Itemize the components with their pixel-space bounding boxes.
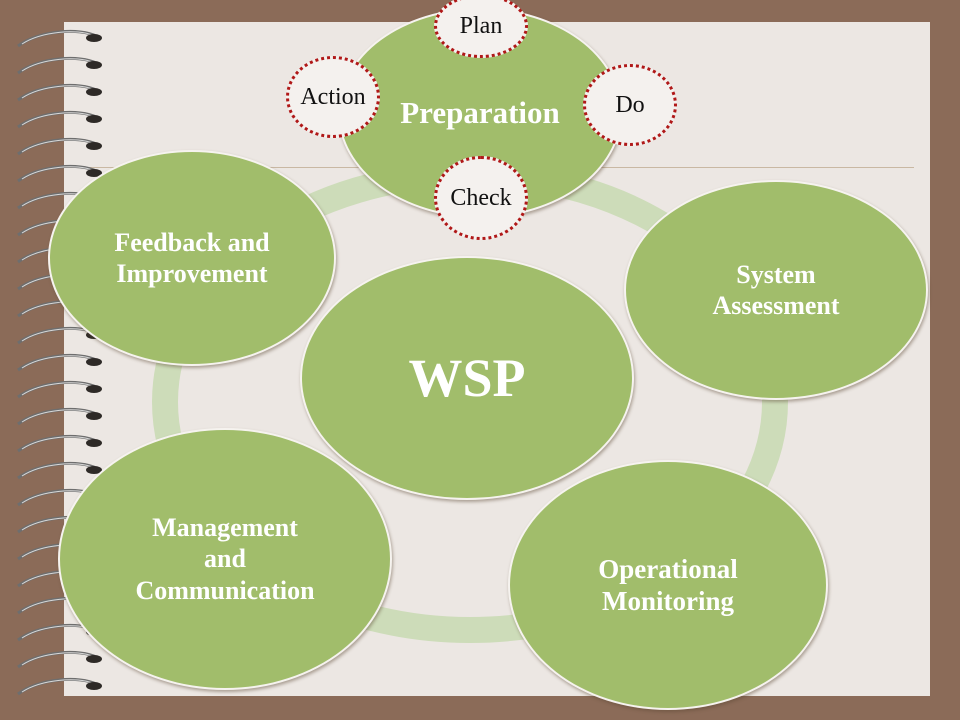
binding-ring-highlight — [21, 652, 93, 666]
binding-ring — [17, 83, 97, 102]
cycle-plan: Plan — [434, 0, 528, 58]
binding-ring-highlight — [21, 463, 93, 477]
binding-hole — [86, 412, 102, 420]
binding-ring-highlight — [21, 679, 93, 693]
binding-ring — [17, 461, 97, 480]
binding-hole — [86, 655, 102, 663]
binding-hole — [86, 358, 102, 366]
binding-ring-highlight — [21, 31, 93, 45]
binding-ring-highlight — [21, 409, 93, 423]
binding-ring — [17, 56, 97, 75]
binding-ring-highlight — [21, 85, 93, 99]
binding-hole — [86, 682, 102, 690]
binding-ring-highlight — [21, 355, 93, 369]
binding-ring-highlight — [21, 58, 93, 72]
binding-hole — [86, 61, 102, 69]
binding-ring — [17, 110, 97, 129]
system-assessment-label: System Assessment — [712, 259, 840, 320]
binding-hole — [86, 142, 102, 150]
binding-ring — [17, 326, 97, 345]
binding-ring-highlight — [21, 436, 93, 450]
do-label: Do — [615, 91, 645, 118]
preparation-label: Preparation — [400, 95, 560, 131]
check-label: Check — [450, 184, 512, 211]
center-wsp: WSP — [300, 256, 634, 500]
binding-ring — [17, 29, 97, 48]
binding-ring — [17, 650, 97, 669]
binding-hole — [86, 439, 102, 447]
binding-ring — [17, 164, 97, 183]
management-communication-label: Management and Communication — [135, 513, 315, 605]
action-label: Action — [300, 83, 366, 110]
binding-hole — [86, 88, 102, 96]
binding-hole — [86, 115, 102, 123]
binding-hole — [86, 385, 102, 393]
binding-ring — [17, 677, 97, 696]
operational-monitoring-label: Operational Monitoring — [598, 553, 738, 616]
plan-label: Plan — [459, 12, 503, 39]
feedback-improvement-label: Feedback and Improvement — [114, 227, 270, 288]
binding-ring — [17, 353, 97, 372]
binding-ring — [17, 407, 97, 426]
cycle-action: Action — [286, 56, 380, 138]
stage-feedback-improvement: Feedback and Improvement — [48, 150, 336, 366]
stage-management-communication: Management and Communication — [58, 428, 392, 690]
binding-ring-highlight — [21, 112, 93, 126]
stage-system-assessment: System Assessment — [624, 180, 928, 400]
stage-operational-monitoring: Operational Monitoring — [508, 460, 828, 710]
binding-ring — [17, 434, 97, 453]
binding-ring-highlight — [21, 166, 93, 180]
cycle-do: Do — [583, 64, 677, 146]
binding-hole — [86, 466, 102, 474]
binding-ring — [17, 380, 97, 399]
binding-ring-highlight — [21, 139, 93, 153]
binding-ring-highlight — [21, 382, 93, 396]
binding-ring — [17, 137, 97, 156]
binding-hole — [86, 34, 102, 42]
cycle-check: Check — [434, 156, 528, 240]
wsp-label: WSP — [408, 347, 526, 408]
